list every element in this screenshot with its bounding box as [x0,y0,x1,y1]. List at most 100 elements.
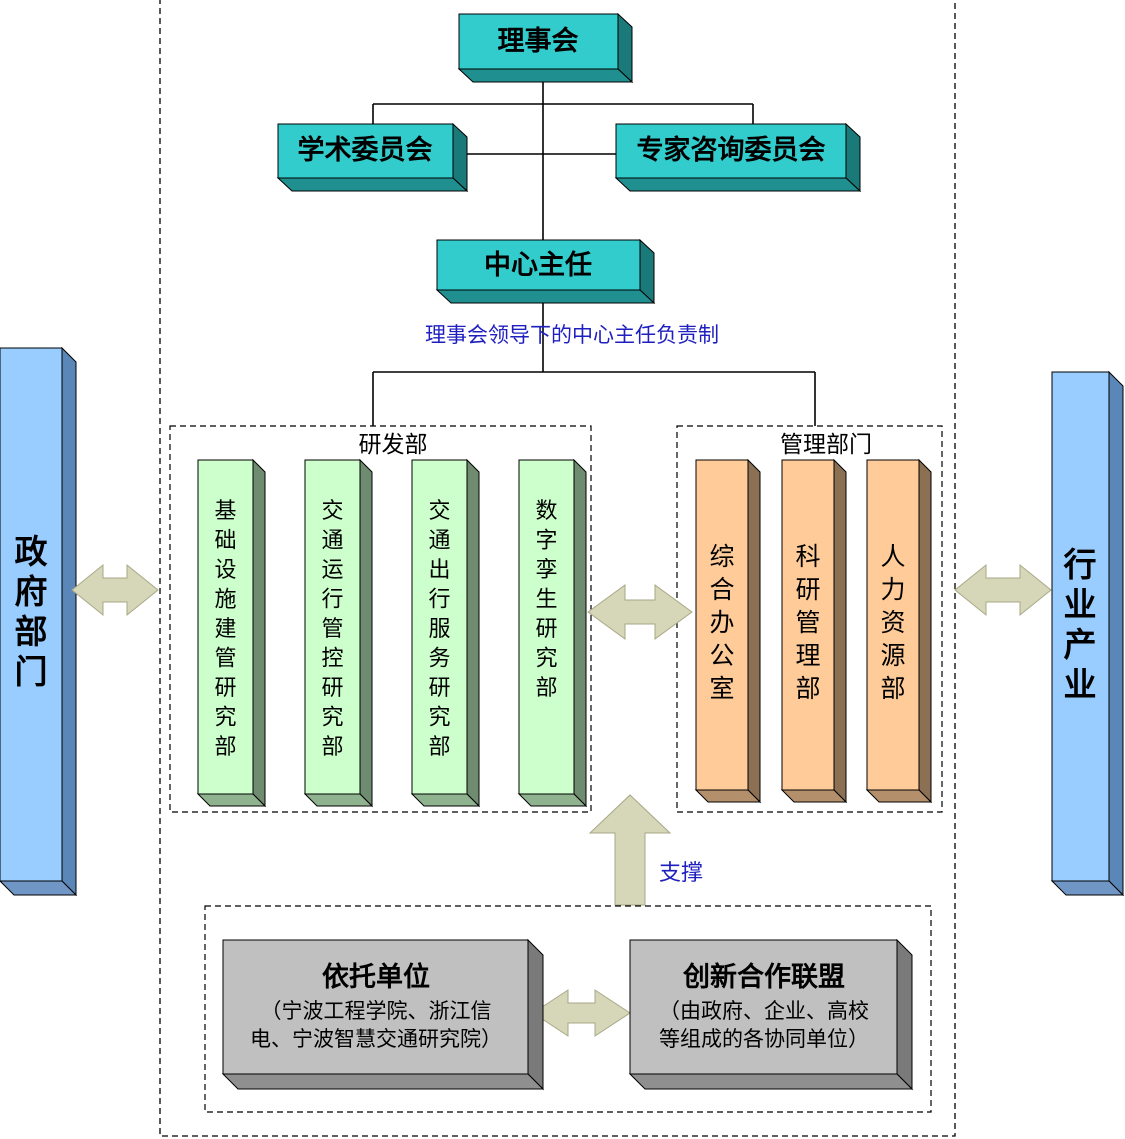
svg-text:出: 出 [428,558,450,583]
svg-text:研: 研 [795,575,820,604]
svg-text:门: 门 [15,652,48,691]
svg-text:合: 合 [709,575,734,604]
svg-text:究: 究 [214,706,236,731]
svg-text:通: 通 [428,529,450,554]
svg-text:基: 基 [214,499,236,524]
bottom-double-arrow [532,989,631,1037]
svg-text:管: 管 [321,617,343,642]
center-frame [159,0,956,1137]
svg-text:交: 交 [428,499,450,524]
svg-text:施: 施 [214,588,236,613]
svg-text:部: 部 [321,735,343,760]
center-double-arrow [587,584,693,640]
svg-text:研: 研 [428,676,450,701]
svg-text:究: 究 [321,706,343,731]
svg-text:部: 部 [535,676,557,701]
support-arrow [588,794,672,906]
left-double-arrow [71,563,159,617]
alliance-detail-line2: 等组成的各协同单位） [659,1027,869,1051]
alliance-detail-line1: （由政府、企业、高校 [659,999,869,1023]
svg-text:行: 行 [428,588,450,613]
svg-text:政: 政 [15,532,48,571]
svg-text:部: 部 [428,735,450,760]
svg-text:管: 管 [795,608,820,637]
svg-text:部: 部 [795,674,820,703]
host-title: 依托单位 [322,961,430,993]
svg-text:通: 通 [321,529,343,554]
svg-text:生: 生 [535,588,557,613]
expert-committee-label: 专家咨询委员会 [637,134,826,166]
svg-text:研: 研 [321,676,343,701]
svg-text:科: 科 [795,542,820,571]
svg-text:综: 综 [709,542,734,571]
academic-committee-box: 学术委员会 [276,122,469,193]
svg-text:务: 务 [428,647,450,672]
svg-text:孪: 孪 [535,558,557,583]
svg-text:管: 管 [214,647,236,672]
svg-text:理: 理 [795,641,820,670]
svg-text:设: 设 [214,558,236,583]
svg-text:公: 公 [709,641,734,670]
innovation-alliance-box: 创新合作联盟 （由政府、企业、高校 等组成的各协同单位） [628,938,914,1091]
svg-text:究: 究 [428,706,450,731]
host-detail-line2: 电、宁波智慧交通研究院） [250,1027,502,1051]
svg-text:研: 研 [214,676,236,701]
svg-text:资: 资 [880,608,905,637]
rd-group [169,425,592,813]
svg-text:产: 产 [1064,625,1097,664]
svg-text:研: 研 [535,617,557,642]
svg-text:部: 部 [880,674,905,703]
svg-text:究: 究 [535,647,557,672]
support-group [204,905,932,1113]
rd-title: 研发部 [359,432,428,458]
svg-text:室: 室 [709,674,734,703]
svg-text:服: 服 [428,617,450,642]
svg-text:部: 部 [214,735,236,760]
academic-committee-label: 学术委员会 [298,134,433,166]
svg-text:人: 人 [880,542,905,571]
svg-text:控: 控 [321,647,343,672]
mgmt-group [676,425,943,813]
svg-text:源: 源 [880,641,905,670]
expert-committee-box: 专家咨询委员会 [614,122,862,193]
right-double-arrow [954,563,1052,617]
council-label: 理事会 [498,26,579,57]
svg-text:行: 行 [1063,545,1097,584]
svg-text:行: 行 [321,588,343,613]
support-label: 支撑 [659,861,703,886]
alliance-title: 创新合作联盟 [682,961,845,993]
svg-text:运: 运 [321,558,343,583]
svg-text:力: 力 [880,575,905,604]
svg-text:数: 数 [535,499,557,524]
svg-text:办: 办 [709,608,734,637]
svg-text:业: 业 [1064,585,1097,624]
svg-text:府: 府 [15,572,48,611]
director-box: 中心主任 [435,238,656,305]
host-institutions-box: 依托单位 （宁波工程学院、浙江信 电、宁波智慧交通研究院） [221,938,545,1091]
host-detail-line1: （宁波工程学院、浙江信 [261,999,492,1023]
svg-text:字: 字 [535,529,557,554]
svg-text:建: 建 [214,617,236,642]
connectors [372,70,816,426]
